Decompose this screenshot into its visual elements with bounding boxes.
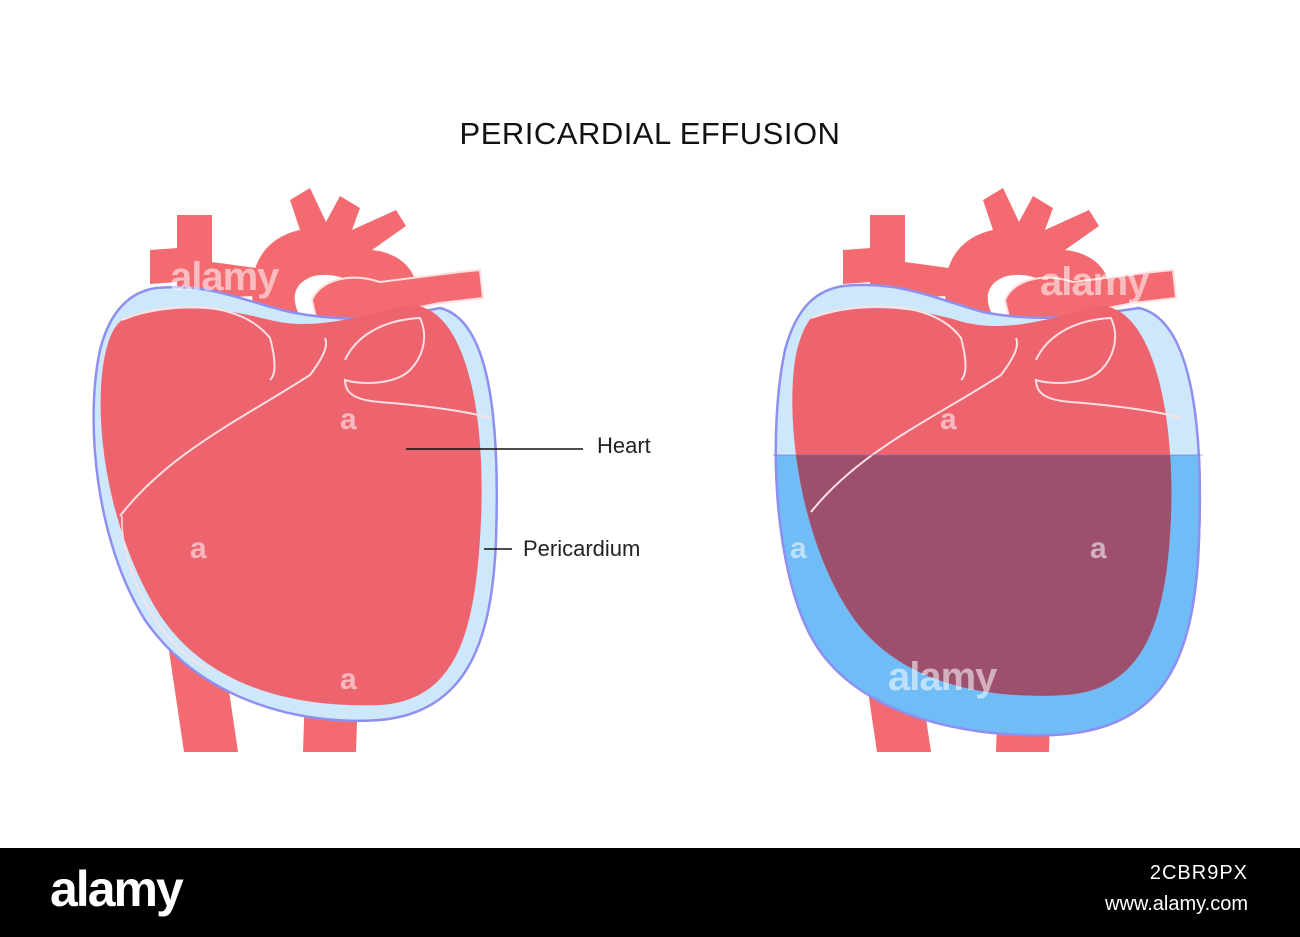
heart-line-atrium <box>121 305 276 381</box>
heart-line-base <box>121 515 211 671</box>
effusion-heart-line-auricle <box>1034 316 1182 419</box>
heart-diagram <box>92 187 1203 753</box>
footer-url: www.alamy.com <box>1105 893 1248 915</box>
pericardium-label: Pericardium <box>523 536 641 561</box>
watermark-letter: a <box>340 403 357 436</box>
watermark-letter: a <box>340 663 357 696</box>
effusion-overlay <box>796 455 1172 696</box>
diagram-canvas: PERICARDIAL EFFUSION Heart Pericardium a… <box>92 116 1203 753</box>
footer-info: 2CBR9PX www.alamy.com <box>1105 862 1248 916</box>
watermark-letter: a <box>940 403 957 436</box>
watermark-logo: alamy <box>170 255 279 299</box>
watermark-letter: a <box>1090 532 1107 565</box>
watermark-logo: alamy <box>888 655 997 699</box>
heart-label: Heart <box>597 433 651 458</box>
watermark-logo: alamy <box>1040 260 1149 304</box>
image-id: 2CBR9PX <box>1149 862 1248 884</box>
heart-line-groove <box>119 337 328 517</box>
footer-logo: alamy <box>50 861 184 917</box>
heart-line-auricle <box>343 316 491 419</box>
heart-body <box>100 304 482 706</box>
effusion-heart-line-atrium <box>810 305 967 381</box>
effusion-heart-line-groove <box>810 337 1019 513</box>
stock-footer-bar: alamy 2CBR9PX www.alamy.com <box>0 848 1300 937</box>
watermark-letter: a <box>190 532 207 565</box>
normal-heart-figure <box>92 187 583 753</box>
watermark-letter: a <box>790 532 807 565</box>
page-title: PERICARDIAL EFFUSION <box>459 116 841 151</box>
effusion-heart-figure <box>773 187 1203 753</box>
